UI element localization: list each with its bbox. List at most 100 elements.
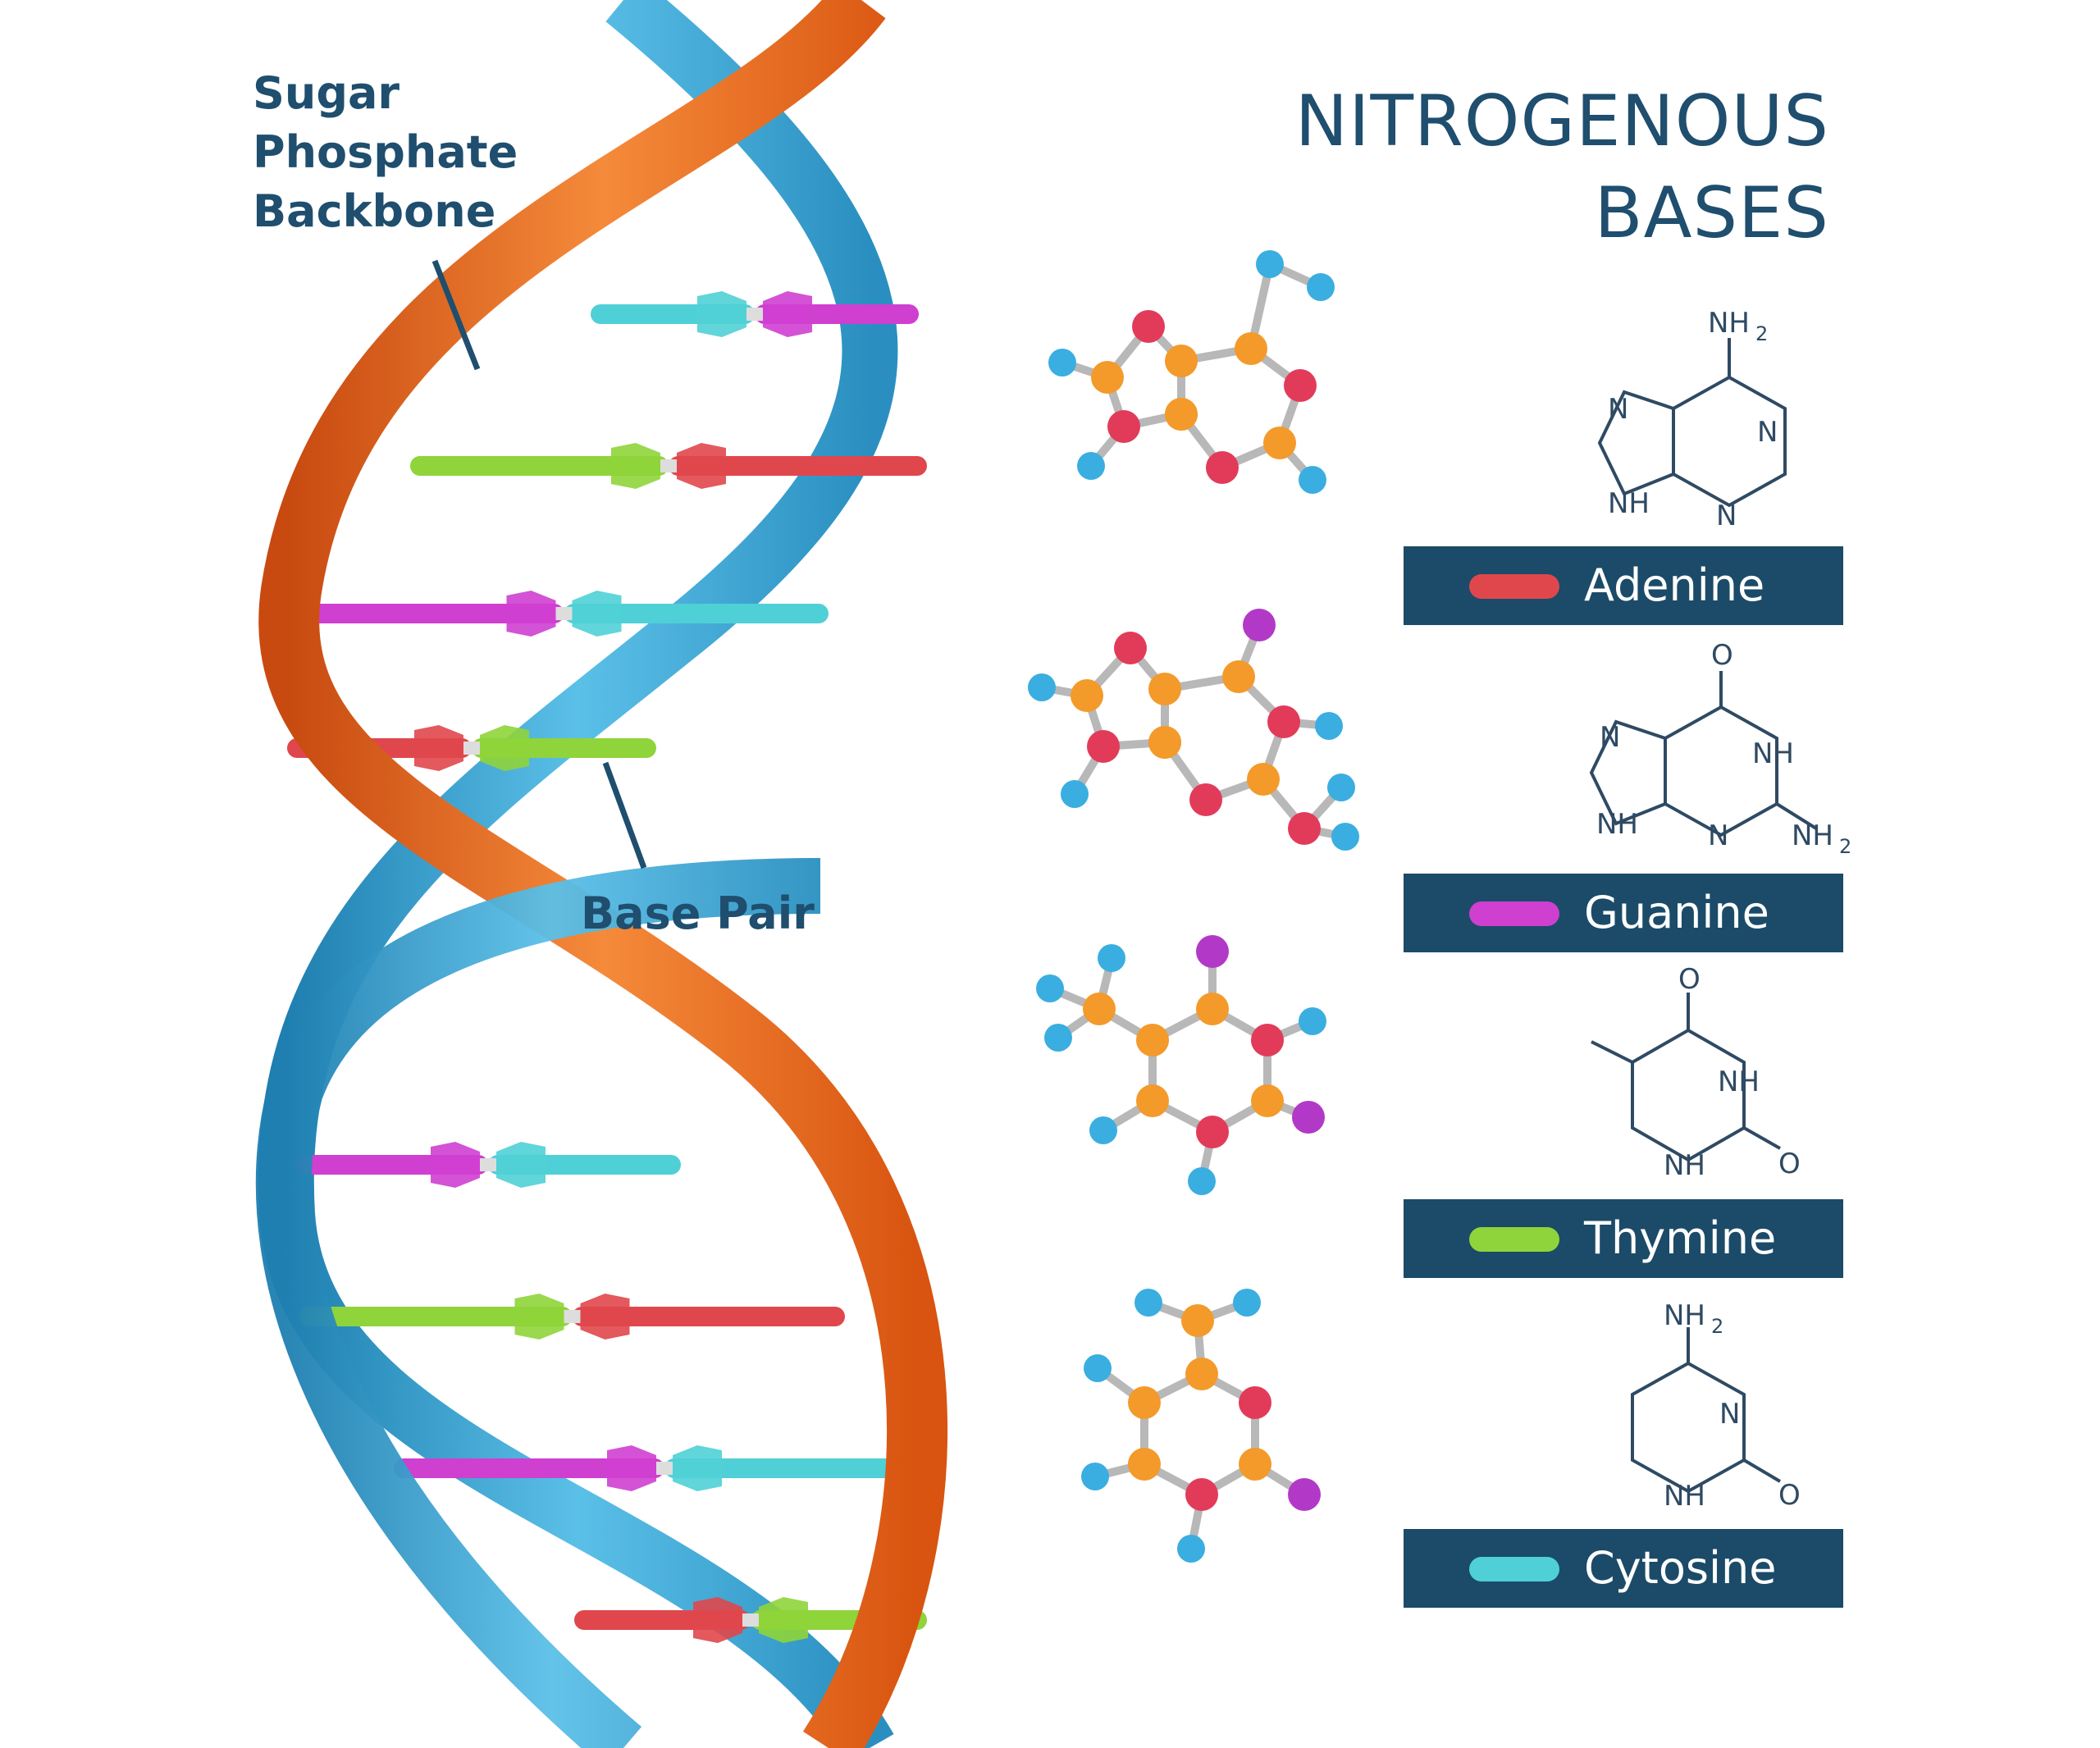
atom xyxy=(1044,1024,1072,1052)
section-title-line1: NITROGENOUS xyxy=(1294,80,1829,162)
cytosine-formula xyxy=(1631,1327,1782,1494)
atom xyxy=(1331,823,1359,851)
atom xyxy=(1048,349,1076,377)
atom xyxy=(1132,310,1165,343)
base-pair-rung xyxy=(295,1142,681,1188)
atom xyxy=(1098,944,1125,972)
atom xyxy=(1327,774,1355,801)
atom xyxy=(1239,1386,1271,1419)
guanine-nh2: NH xyxy=(1596,808,1638,841)
atom xyxy=(1071,679,1103,712)
atom xyxy=(1233,1289,1261,1317)
section-title: NITROGENOUS BASES xyxy=(1295,75,1829,259)
atom xyxy=(1188,1167,1216,1195)
atom xyxy=(1134,1289,1162,1317)
backbone-label: Sugar Phosphate Backbone xyxy=(253,64,518,241)
atom xyxy=(1165,398,1198,431)
atom xyxy=(1247,763,1280,796)
guanine-formula xyxy=(1589,671,1818,837)
guanine-amine-sub: 2 xyxy=(1839,835,1851,858)
backbone-pointer xyxy=(431,259,481,371)
atom xyxy=(1061,780,1089,808)
orange-strand-front xyxy=(258,0,947,1748)
cytosine-label: Cytosine xyxy=(1584,1542,1777,1594)
atom xyxy=(1107,410,1140,443)
adenine-n2: N xyxy=(1757,416,1778,449)
backbone-label-line1: Sugar xyxy=(253,67,400,119)
banner-thymine: Thymine xyxy=(1404,1199,1843,1278)
base-pair-pointer xyxy=(602,761,647,869)
blue-strand-front xyxy=(255,858,821,1748)
atom xyxy=(1083,993,1116,1025)
thymine-model xyxy=(1036,935,1326,1195)
adenine-swatch xyxy=(1469,574,1559,599)
thymine-nh1: NH xyxy=(1718,1066,1760,1098)
guanine-nh1: NH xyxy=(1752,737,1794,770)
backbone-label-line3: Backbone xyxy=(253,185,496,237)
atom xyxy=(1235,332,1267,365)
guanine-oxygen: O xyxy=(1711,639,1733,672)
atom xyxy=(1177,1535,1205,1563)
cytosine-oxygen: O xyxy=(1778,1479,1801,1512)
thymine-label: Thymine xyxy=(1584,1212,1777,1264)
guanine-n2: N xyxy=(1708,819,1728,852)
atom xyxy=(1284,369,1317,402)
base-pair-rung xyxy=(591,291,919,337)
adenine-amine: NH xyxy=(1708,307,1750,340)
atom xyxy=(1263,427,1296,459)
atom xyxy=(1165,345,1198,377)
atom xyxy=(1243,609,1276,641)
atom xyxy=(1136,1084,1169,1117)
atom xyxy=(1128,1386,1161,1419)
atom xyxy=(1148,673,1181,705)
atom xyxy=(1299,466,1326,494)
thymine-nh2: NH xyxy=(1664,1149,1705,1182)
cytosine-amine: NH xyxy=(1664,1299,1705,1332)
cytosine-amine-sub: 2 xyxy=(1711,1315,1723,1338)
banner-guanine: Guanine xyxy=(1404,874,1843,952)
atom xyxy=(1114,632,1147,664)
atom xyxy=(1028,673,1056,701)
backbone-label-line2: Phosphate xyxy=(253,126,518,178)
atom xyxy=(1081,1463,1109,1490)
guanine-label: Guanine xyxy=(1584,887,1769,938)
atom xyxy=(1185,1478,1218,1511)
banner-adenine: Adenine xyxy=(1404,546,1843,625)
base-pair-label: Base Pair xyxy=(581,888,815,939)
atom xyxy=(1256,250,1284,278)
base-pair-rung xyxy=(299,1294,845,1340)
atom xyxy=(1288,812,1321,845)
base-pair-rung xyxy=(394,1445,935,1491)
atom xyxy=(1267,705,1300,738)
base-pair-rung xyxy=(410,443,927,489)
blue-strand-back xyxy=(258,0,898,1748)
atom xyxy=(1084,1354,1112,1382)
atom xyxy=(1239,1448,1271,1481)
thymine-formula xyxy=(1591,993,1781,1162)
adenine-n3: N xyxy=(1716,500,1737,532)
guanine-n1: N xyxy=(1600,721,1620,754)
atom xyxy=(1251,1024,1284,1057)
atom xyxy=(1077,452,1105,480)
atom xyxy=(1196,1116,1229,1148)
atom xyxy=(1136,1024,1169,1057)
atom xyxy=(1288,1478,1321,1511)
thymine-swatch xyxy=(1469,1227,1559,1252)
cytosine-nh: NH xyxy=(1664,1480,1705,1513)
atom xyxy=(1292,1101,1325,1134)
adenine-amine-sub: 2 xyxy=(1755,322,1768,345)
base-pair-rungs xyxy=(287,291,935,1643)
dna-helix xyxy=(255,0,947,1748)
adenine-formula xyxy=(1597,338,1787,508)
cytosine-n: N xyxy=(1719,1398,1740,1431)
atom xyxy=(1185,1358,1218,1390)
atom xyxy=(1206,451,1239,484)
atom xyxy=(1189,783,1222,816)
atom xyxy=(1128,1448,1161,1481)
adenine-model xyxy=(1048,250,1335,494)
cytosine-swatch xyxy=(1469,1557,1559,1581)
adenine-nh: NH xyxy=(1608,487,1650,520)
guanine-amine: NH xyxy=(1792,819,1833,852)
